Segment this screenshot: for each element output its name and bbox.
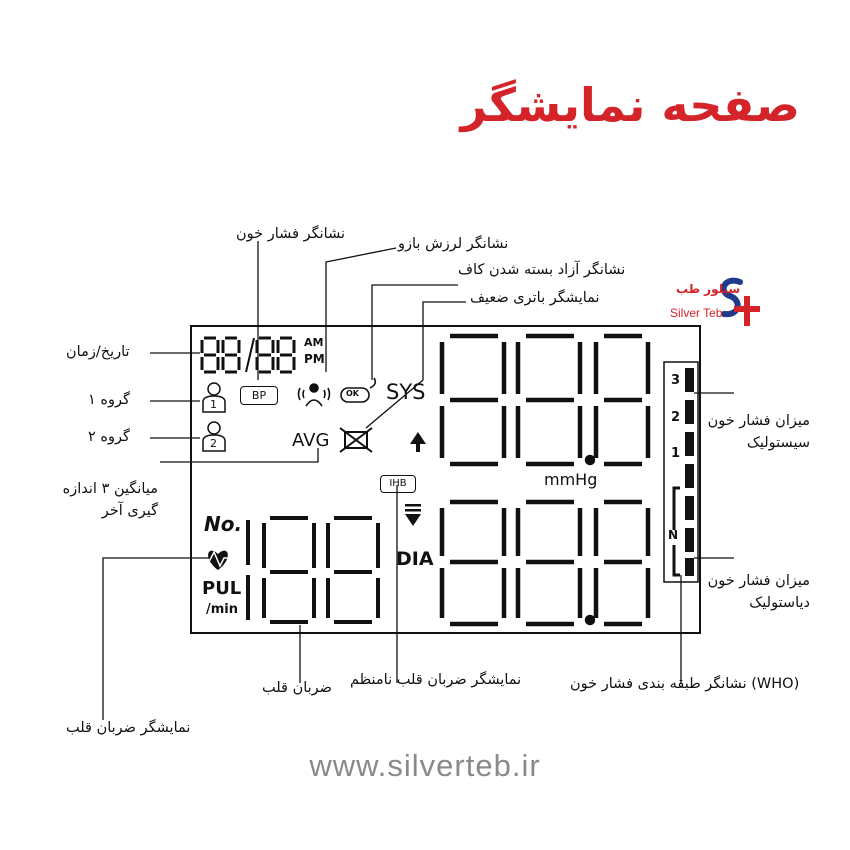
label-group2: گروه ۲	[88, 429, 130, 445]
label-ihb: نمایشگر ضربان قلب نامنظم	[350, 672, 522, 688]
website-url[interactable]: www.silverteb.ir	[309, 748, 541, 783]
label-cuff: نشانگر آزاد بسته شدن کاف	[458, 262, 626, 278]
sys-label: SYS	[386, 380, 426, 404]
callout-lines	[102, 241, 734, 720]
memory-number-label: No.	[204, 512, 243, 536]
label-battery: نمایشگر باتری ضعیف	[470, 290, 600, 306]
heart-icon	[200, 550, 238, 570]
ok-badge: OK	[346, 389, 359, 398]
logo-text-fa: سیلور طب	[676, 282, 741, 296]
up-arrow-icon	[410, 432, 426, 452]
cuff-icon	[340, 377, 377, 403]
pm-label: PM	[304, 352, 325, 366]
per-min-label: /min	[206, 602, 239, 617]
label-arm-motion: نشانگر لرزش بازو	[398, 236, 509, 252]
label-pulse: ضربان قلب	[262, 680, 332, 696]
avg-label: AVG	[292, 430, 330, 451]
group2-number: 2	[210, 437, 217, 450]
lcd-frame	[190, 325, 701, 634]
pul-label: PUL	[202, 578, 242, 599]
bp-badge: BP	[240, 386, 278, 405]
mmhg-unit: mmHg	[544, 470, 598, 489]
sys-digits	[439, 333, 651, 467]
label-heartbeat: نمایشگر ضربان قلب	[66, 720, 191, 736]
label-datetime: تاریخ/زمان	[66, 344, 130, 360]
brand-logo: سیلور طب Silver Teb	[668, 272, 768, 332]
who-scale-1: 1	[671, 446, 681, 461]
who-scale	[663, 361, 699, 583]
pulse-digits	[246, 516, 380, 624]
arm-motion-icon	[297, 383, 331, 407]
am-label: AM	[304, 336, 324, 349]
label-group1: گروه ۱	[88, 392, 130, 408]
dia-digits	[439, 499, 651, 627]
label-bp-indicator: نشانگر فشار خون	[236, 226, 346, 242]
who-scale-3: 3	[671, 373, 681, 388]
dia-label: DIA	[396, 548, 434, 570]
who-scale-2: 2	[671, 410, 681, 425]
page-title: صفحه نمایشگر	[460, 78, 800, 132]
group1-number: 1	[210, 398, 217, 411]
battery-icon	[339, 427, 373, 453]
label-average: میانگین ۳ اندازه گیری آخر	[62, 481, 158, 519]
logo-text-en: Silver Teb	[670, 306, 723, 320]
who-scale-n: N	[668, 528, 679, 542]
datetime-digits	[200, 336, 296, 374]
label-systolic: میزان فشار خون سیستولیک	[707, 413, 810, 451]
label-who: (WHO) نشانگر طبقه بندی فشار خون	[570, 676, 800, 692]
logo-mark-icon	[720, 277, 760, 326]
down-arrow-icon	[405, 504, 421, 526]
user-group-icons	[202, 382, 226, 452]
label-diastolic: میزان فشار خون دیاستولیک	[707, 573, 810, 611]
ihb-badge: IHB	[380, 475, 416, 493]
